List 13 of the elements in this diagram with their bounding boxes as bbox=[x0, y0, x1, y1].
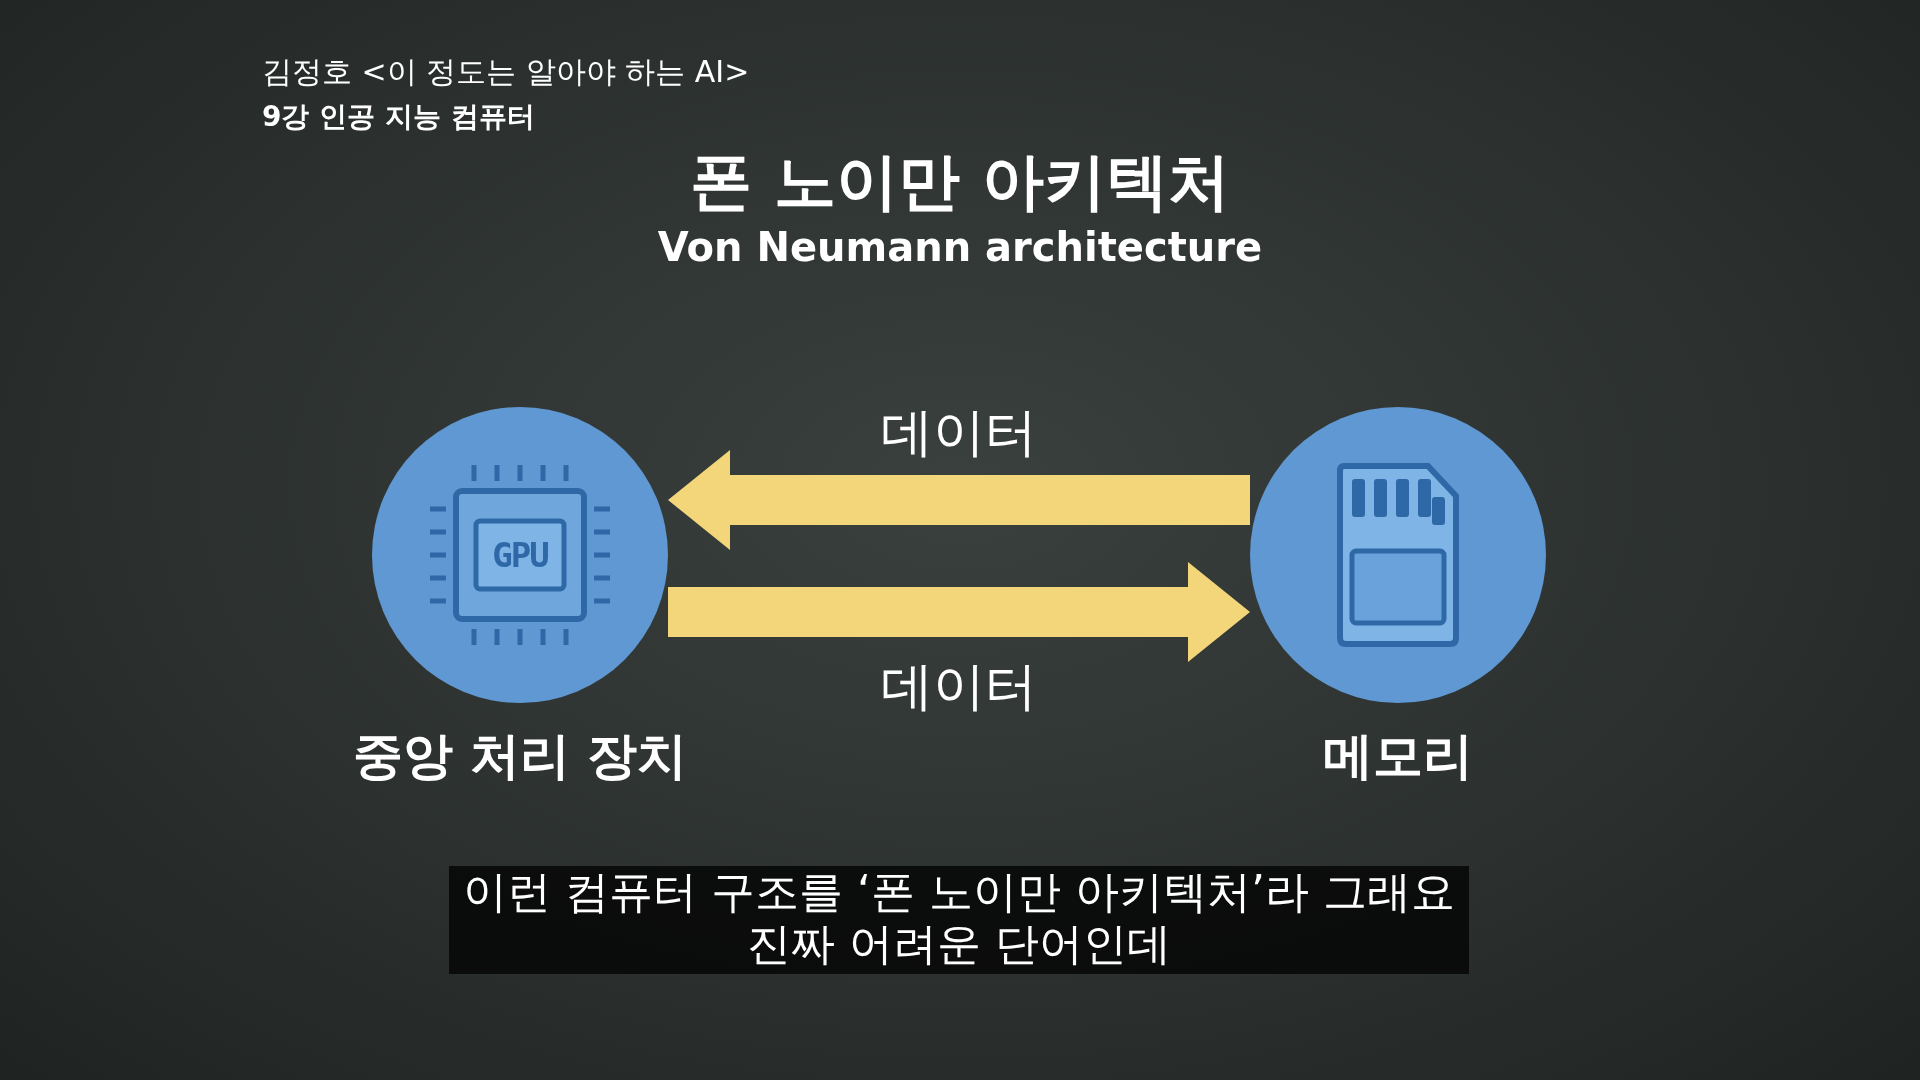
edge-label: 데이터 bbox=[880, 401, 1038, 464]
node-label: 중앙 처리 장치 bbox=[351, 726, 689, 787]
node-label: 메모리 bbox=[1322, 726, 1474, 787]
header-text: 김정호 <이 정도는 알아야 하는 AI> bbox=[262, 53, 750, 91]
caption-line: 진짜 어려운 단어인데 bbox=[746, 918, 1172, 970]
title: 폰 노이만 아키텍처 bbox=[689, 144, 1231, 220]
edge-label: 데이터 bbox=[880, 655, 1038, 718]
caption-line: 이런 컴퓨터 구조를 ‘폰 노이만 아키텍처’라 그래요 bbox=[462, 866, 1456, 918]
header-text: 9강 인공 지능 컴퓨터 bbox=[262, 99, 535, 135]
subtitle: Von Neumann architecture bbox=[656, 224, 1264, 270]
arrow bbox=[668, 450, 1250, 550]
chip-label: GPU bbox=[491, 534, 549, 577]
arrow bbox=[668, 562, 1250, 662]
